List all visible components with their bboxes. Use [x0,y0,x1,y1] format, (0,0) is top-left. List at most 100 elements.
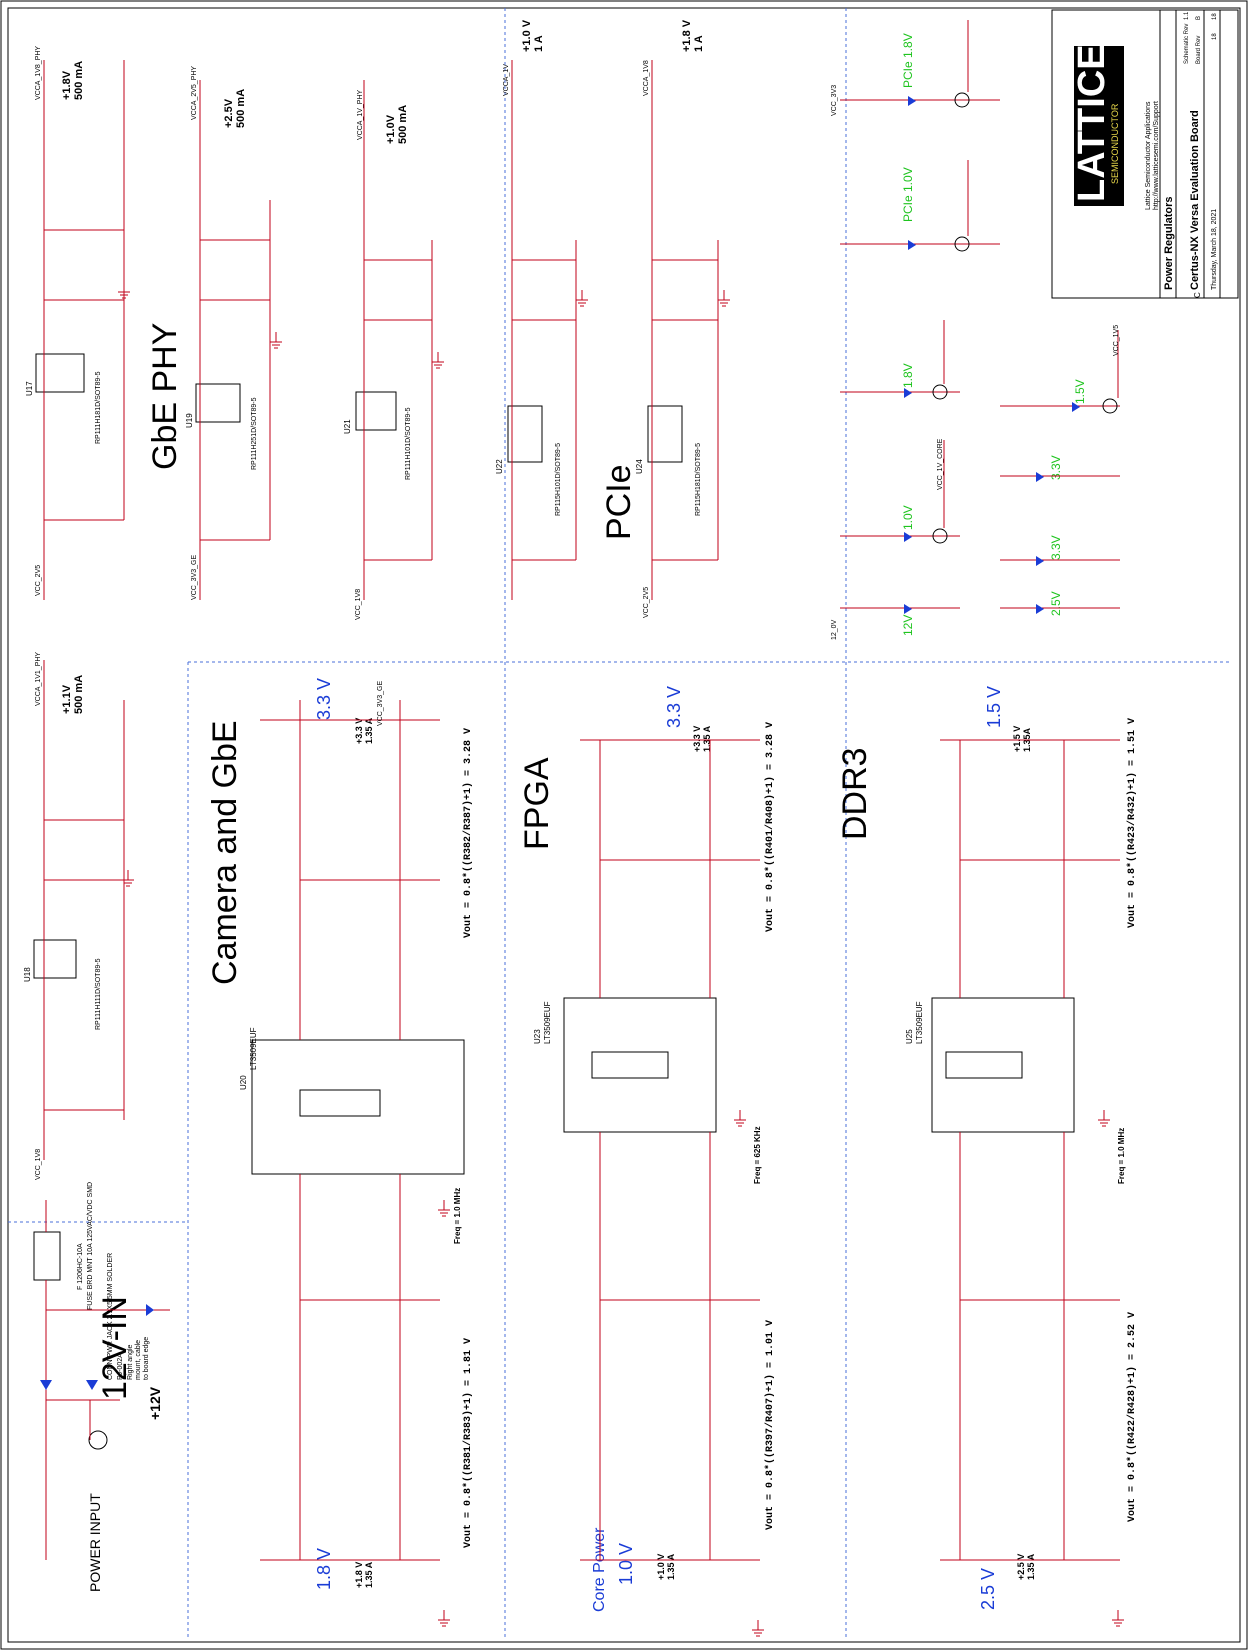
chip-u25: U25 [905,1029,914,1044]
rail-current-labels: +1.8V 500 mA +2.5V 500 mA +1.0V 500 mA +… [61,19,1036,1588]
chip-u18: U18 [23,967,32,982]
ldo-part-u17: RP111H181D/SOT89-5 [95,371,102,444]
sheet-inner-border [7,7,1241,1643]
led-labels: PCIe 1.8V PCIe 1.0V 1.8V 1.5V 1.0V 3.3V … [901,33,1087,636]
net-vcca-2v5-phy: VCCA_2V5_PHY [191,66,198,120]
net-vcc-3v3-ge: VCC_3V3_GE [191,555,198,600]
equation-ddr-1v5: Vout = 0.8*((R423/R432)+1) = 1.51 V [1126,718,1138,928]
ldo-part-u21: RP111H101D/SOT89-5 [405,407,412,480]
address1: Lattice Semiconductor Applications [1145,101,1152,210]
ldo-part-u18: RP111H111D/SOT89-5 [95,958,102,1030]
power-jack-note: CONN PWR JACK 2.1X5.5MM SOLDER [107,1253,114,1380]
led-circuits [840,20,1120,614]
address2: http://www.latticesemi.com/Support [1153,101,1160,210]
rail-1v0-phy: +1.0V [385,114,397,144]
net-vcc-2v5: VCC_2V5 [35,565,42,596]
switching-regulators [251,700,1120,1561]
chip-u23: U23 [533,1029,542,1044]
led-pcie-1v8: PCIe 1.8V [901,33,915,88]
rail-1v8-phy-ma: 500 mA [73,61,85,100]
led-3v3-ge: 3.3V [1049,455,1063,480]
ldo-part-u19: RP111H251D/SOT89-5 [251,397,258,470]
chip-labels: U20 LT3509EUF U23 LT3509EUF U25 LT3509EU… [23,371,924,1090]
equation-cam-3v3: Vout = 0.8*((R382/R387)+1) = 3.28 V [462,728,474,938]
led-pcie-1v0: PCIe 1.0V [901,167,915,222]
rail-fpga-1v0: +1.0 V [656,1554,666,1580]
ldo-regulators [33,60,719,1160]
rail-cam-3v3: +3.3 V [354,718,364,744]
size: C [1193,292,1202,298]
power-jack-note2: Right angle [127,1344,134,1380]
rail-1v8-phy: +1.8V [61,70,73,100]
rail-12v: +12V [147,1386,163,1420]
freq-fpga: Freq = 625 KHz [753,1126,762,1184]
rail-1v0-a-cur: 1 A [533,35,545,52]
section-titles: GbE PHY PCIe Camera and GbE FPGA DDR3 12… [87,323,874,1612]
sheet-of: 18 [1212,13,1218,20]
label-cam-1v8: 1.8 V [314,1548,334,1590]
power-input-circuit: CONN PWR JACK 2.1X5.5MM SOLDER PJ-002A R… [33,1182,170,1560]
rail-1v0-a: +1.0 V [521,19,533,52]
power-jack-note4: to board edge [143,1337,150,1380]
rail-ddr-2v5-a: 1.35 A [1026,1553,1036,1580]
net-vcca-1v8-phy: VCCA_1V8_PHY [35,46,42,100]
chip-u20-part: LT3509EUF [249,1027,258,1070]
net-12v: 12_0V [831,619,838,640]
equation-fpga-1v0: Vout = 0.8*((R397/R407)+1) = 1.01 V [764,1320,776,1530]
rail-1v8-a: +1.8 V [681,19,693,52]
ldo-part-u22: RP115H101D/SOT89-5 [555,443,562,516]
led-3v3: 3.3V [1049,535,1063,560]
section-camera-gbe: Camera and GbE [206,720,244,985]
chip-u21: U21 [343,419,352,434]
project-name: Certus-NX Versa Evaluation Board [1189,110,1201,290]
power-jack-part: PJ-002A [117,1353,124,1380]
company-name: LATTICE [1071,44,1113,202]
net-labels: VCC_2V5 VCC_3V3_GE VCC_1V8 VCC_2V5 VCC_1… [35,46,1120,1180]
equation-ddr-2v5: Vout = 0.8*((R422/R428)+1) = 2.52 V [1126,1312,1138,1522]
led-1v8: 1.8V [901,363,915,388]
rail-2v5-phy: +2.5V [223,98,235,128]
section-pcie: PCIe [600,464,638,540]
led-1v5: 1.5V [1073,379,1087,404]
chip-u25-part: LT3509EUF [915,1001,924,1044]
chip-u22: U22 [495,459,504,474]
sheet-title: Power Regulators [1163,196,1175,290]
led-2v5: 2.5V [1049,591,1063,616]
section-power-input: POWER INPUT [87,1493,103,1592]
equation-fpga-3v3: Vout = 0.8*((R401/R408)+1) = 3.28 V [764,722,776,932]
section-core-power: Core Power [591,1527,608,1612]
net-vcc-1v8: VCC_1V8 [355,589,362,620]
section-gbe-phy: GbE PHY [146,323,184,470]
ldo-part-u24: RP115H181D/SOT89-5 [695,443,702,516]
schematic-rev: 1.1 [1184,11,1190,20]
chip-u20: U20 [239,1075,248,1090]
section-12v-in: 12V-IN [96,1296,134,1400]
rail-1v1-phy: +1.1V [61,684,73,714]
rail-1v8-a-cur: 1 A [693,35,705,52]
rail-2v5-phy-ma: 500 mA [235,89,247,128]
rail-fpga-3v3-a: 1.35 A [702,725,712,752]
chip-u19: U19 [185,413,194,428]
rail-cam-1v8: +1.8 V [354,1562,364,1588]
rail-1v1-phy-ma: 500 mA [73,675,85,714]
chip-u17: U17 [25,381,34,396]
rail-ddr-2v5: +2.5 V [1016,1554,1026,1580]
rail-fpga-1v0-a: 1.35 A [666,1553,676,1580]
rail-cam-3v3-a: 1.35 A [364,717,374,744]
net-vcc-1v8-b: VCC_1V8 [35,1149,42,1180]
date: Thursday, March 18, 2021 [1211,209,1218,290]
equation-cam-1v8: Vout = 0.8*((R381/R383)+1) = 1.81 V [462,1338,474,1548]
sheet-num: 18 [1212,33,1218,40]
net-vcc-2v5-b: VCC_2V5 [643,587,650,618]
label-cam-3v3: 3.3 V [314,678,334,720]
board-rev: B [1196,16,1202,20]
power-jack-note3: mount, cable [135,1340,142,1380]
rail-1v0-phy-ma: 500 mA [397,105,409,144]
section-ddr3: DDR3 [836,747,874,840]
net-vcc-3v3: VCC_3V3 [831,85,838,116]
fuse-note: FUSE BRD MNT 10A 125VAC/VDC SMD [87,1182,94,1310]
net-vcc-1v-core: VCC_1V_CORE [937,438,944,490]
rail-cam-1v8-a: 1.35 A [364,1561,374,1588]
net-vcc-1v5: VCC_1V5 [1113,325,1120,356]
